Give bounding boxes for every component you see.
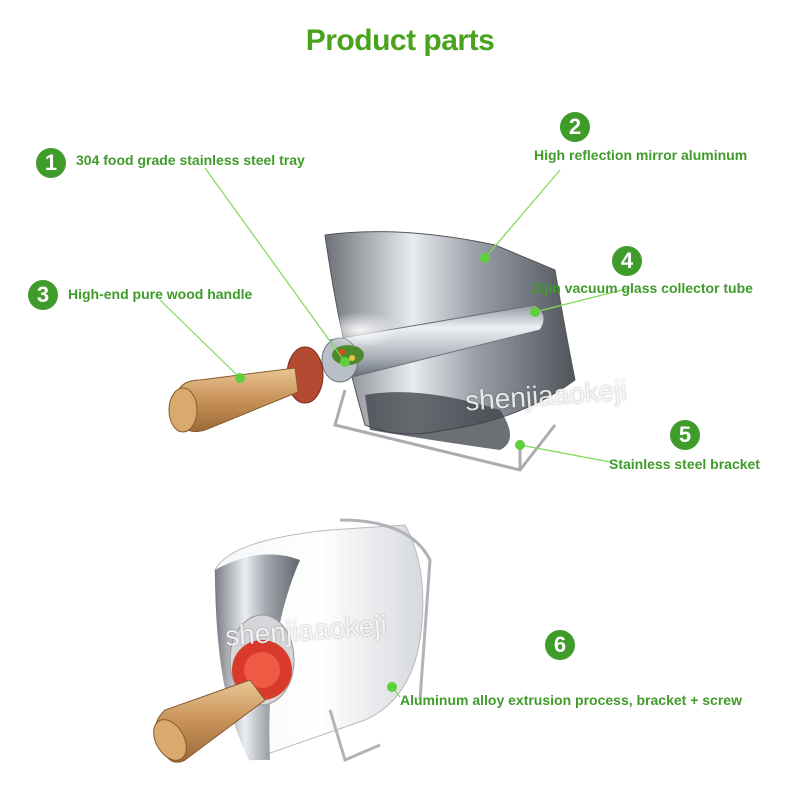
part-number-badge: 2 [560, 112, 590, 142]
part-number-badge: 6 [545, 630, 575, 660]
part-number-badge: 5 [670, 420, 700, 450]
leader-lines [159, 167, 631, 698]
part-label: High-end pure wood handle [68, 286, 253, 302]
part-label: Aluminum alloy extrusion process, bracke… [400, 692, 742, 708]
part-label: Stainless steel bracket [609, 456, 760, 472]
wood-handle-top [168, 346, 324, 433]
part-number-badge: 4 [612, 246, 642, 276]
wood-handle-bottom [153, 679, 266, 763]
part-number-badge: 1 [36, 148, 66, 178]
bracket-bottom [328, 518, 432, 763]
part-label: 304 food grade stainless steel tray [76, 152, 305, 168]
part-label: High reflection mirror aluminum [534, 147, 748, 163]
part-number-badge: 3 [28, 280, 58, 310]
page-title: Product parts [305, 24, 495, 57]
part-label: Zijin vacuum glass collector tube [532, 280, 753, 296]
leader-dots [235, 253, 540, 692]
collector-tube [320, 304, 545, 383]
